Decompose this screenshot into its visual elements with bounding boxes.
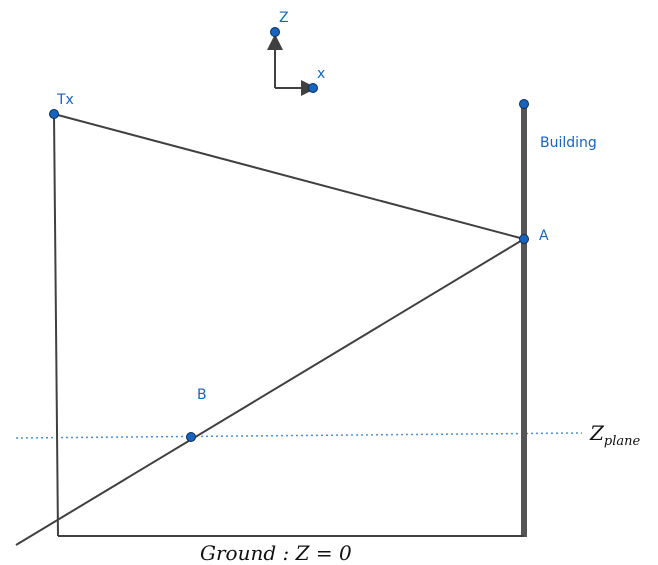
tx-label: Tx	[56, 92, 74, 108]
ground-label: Ground : Z = 0	[200, 541, 352, 565]
z-axis-label: Z	[279, 10, 289, 26]
tx-pole	[53, 113, 59, 537]
point-b	[186, 432, 196, 442]
z-plane-label: Zplane	[589, 421, 641, 449]
point-a	[519, 234, 529, 244]
x-axis-point	[308, 83, 318, 93]
tx-point	[49, 109, 59, 119]
ray-tx-to-a	[53, 113, 525, 240]
z-plane-line	[15, 432, 583, 439]
point-a-label: A	[539, 228, 549, 244]
building-label: Building	[540, 135, 597, 151]
x-axis-label: x	[317, 66, 325, 82]
ray-a-through-b	[15, 238, 525, 546]
building-top-point	[519, 99, 529, 109]
z-plane-label-sub: plane	[604, 434, 641, 449]
z-axis-point	[270, 27, 280, 37]
z-plane-label-main: Z	[589, 421, 605, 445]
point-b-label: B	[197, 387, 207, 403]
